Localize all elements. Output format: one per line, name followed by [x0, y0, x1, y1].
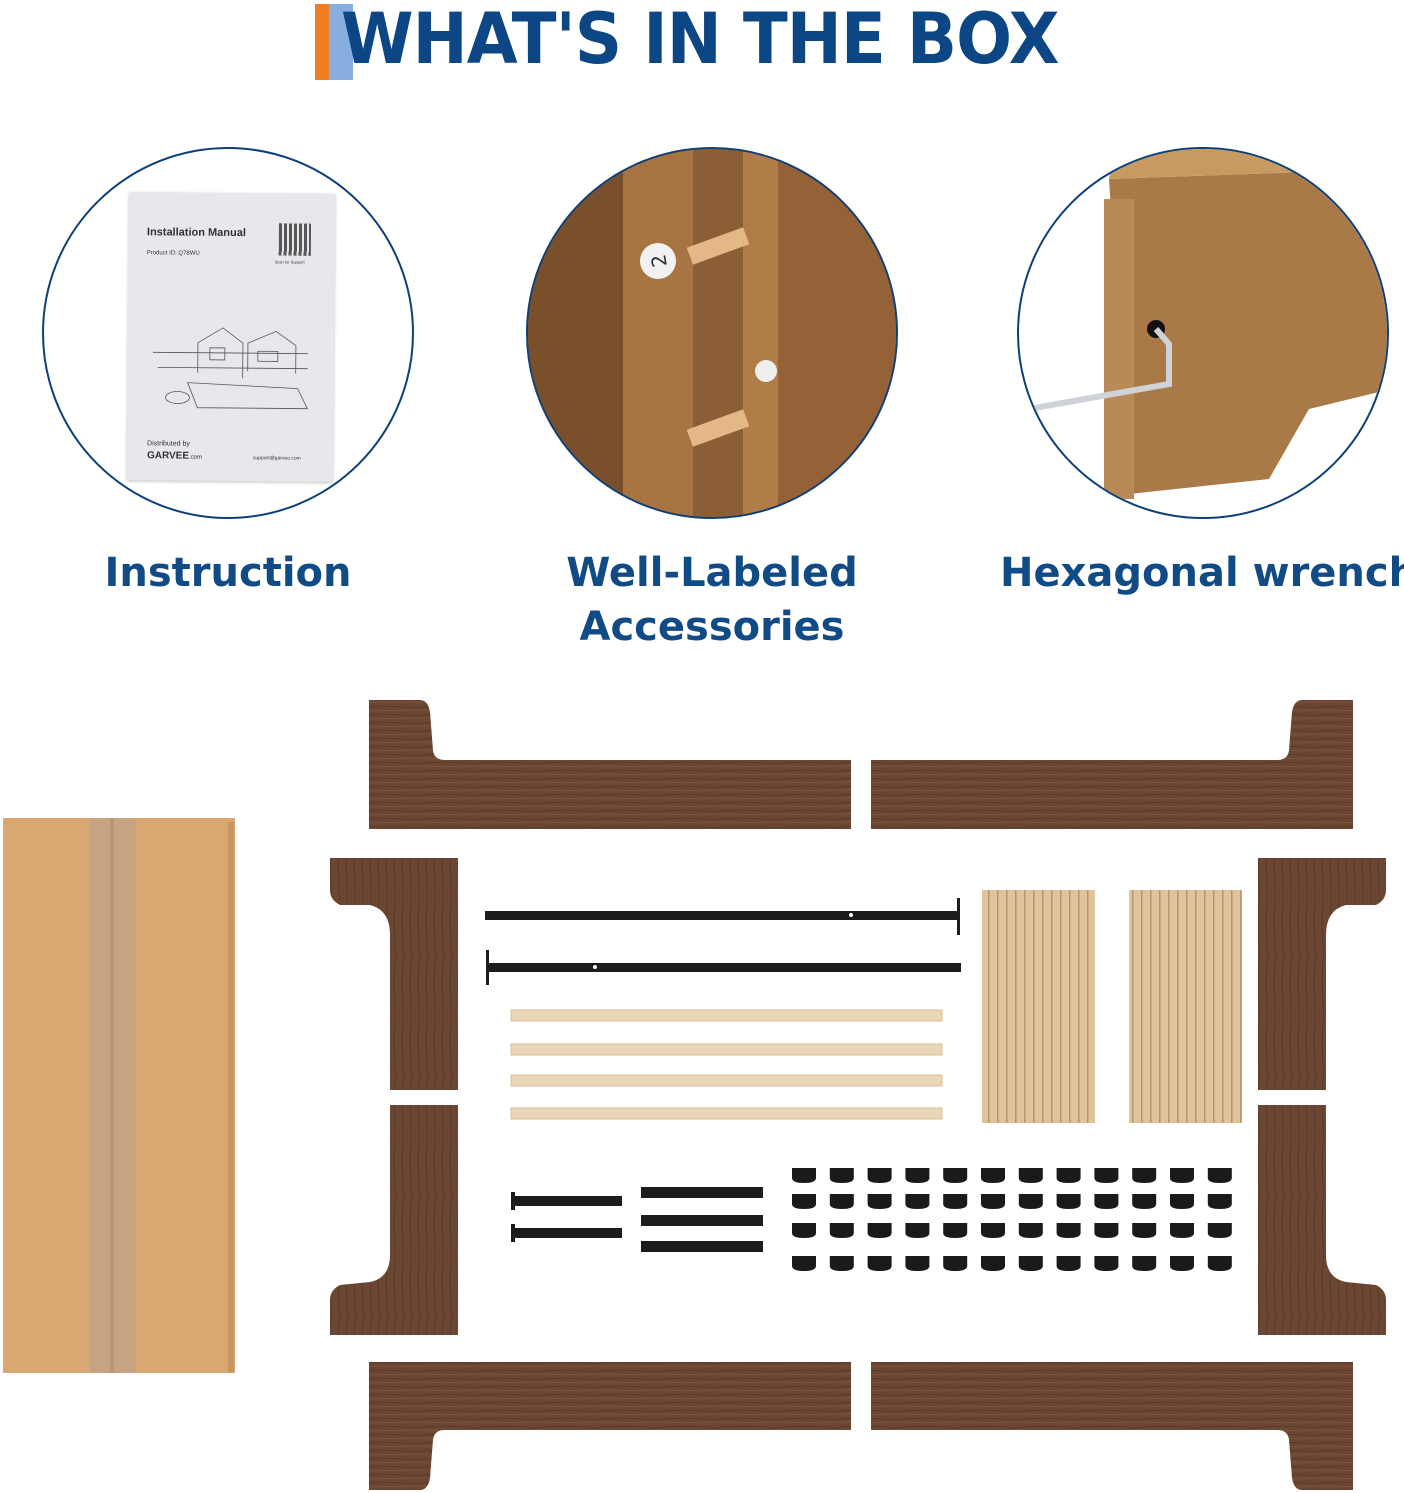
wrench-photo — [1028, 149, 1387, 499]
connector-piece — [1094, 1223, 1119, 1238]
connector-piece — [1056, 1223, 1081, 1238]
orange-accent-bar — [315, 4, 329, 80]
connector-piece — [981, 1223, 1005, 1238]
connector-piece — [792, 1223, 816, 1238]
label-accessories: Well-Labeled Accessories — [512, 546, 912, 654]
side-post-right-upper — [1258, 858, 1386, 1090]
connector-piece — [1132, 1256, 1157, 1271]
number-sticker-2 — [755, 360, 777, 382]
connector-piece — [981, 1256, 1005, 1271]
cardboard-box — [3, 818, 235, 1373]
connector-piece — [1018, 1223, 1043, 1238]
connector-piece — [1170, 1168, 1194, 1183]
connector-piece — [792, 1168, 816, 1183]
connector-piece — [829, 1168, 854, 1183]
connector-piece — [829, 1194, 854, 1209]
connector-piece — [1094, 1194, 1119, 1209]
connector-piece — [943, 1168, 968, 1183]
page-title: WHAT'S IN THE BOX — [341, 0, 1059, 80]
label-instruction: Instruction — [104, 550, 352, 596]
footboard-rail-left — [369, 1362, 851, 1490]
connector-piece — [829, 1223, 854, 1238]
connector-piece — [1170, 1256, 1194, 1271]
ladder-photo: 2 — [528, 149, 896, 517]
connector-piece — [1018, 1168, 1043, 1183]
connector-piece — [905, 1223, 930, 1238]
connector-piece — [1207, 1256, 1232, 1271]
blue-accent-bar — [329, 4, 353, 80]
black-connectors — [792, 1168, 1232, 1271]
label-hex-wrench: Hexagonal wrench — [1000, 550, 1404, 596]
side-post-right-lower — [1258, 1105, 1386, 1335]
connector-piece — [1207, 1223, 1232, 1238]
connector-piece — [1018, 1194, 1043, 1209]
connector-piece — [1132, 1223, 1157, 1238]
connector-piece — [1170, 1194, 1194, 1209]
hex-wrench-image — [1017, 147, 1389, 519]
dowel-rungs — [686, 227, 750, 447]
connector-piece — [1056, 1256, 1081, 1271]
connector-piece — [981, 1194, 1005, 1209]
connector-piece — [1207, 1168, 1232, 1183]
connector-piece — [867, 1256, 892, 1271]
label-accessories-line1: Well-Labeled — [566, 550, 858, 596]
label-accessories-line2: Accessories — [579, 604, 845, 650]
metal-brackets — [511, 1187, 763, 1252]
headboard-rail-right — [871, 700, 1353, 829]
connector-piece — [867, 1223, 892, 1238]
connector-piece — [1170, 1223, 1194, 1238]
sticker-number: 2 — [646, 252, 672, 269]
wooden-slats — [510, 1009, 943, 1120]
connector-piece — [1132, 1168, 1157, 1183]
connector-piece — [792, 1256, 816, 1271]
connector-piece — [905, 1168, 930, 1183]
headboard-rail-left — [369, 700, 851, 829]
connector-piece — [943, 1194, 968, 1209]
connector-piece — [1018, 1256, 1043, 1271]
side-post-left-lower — [330, 1105, 458, 1335]
connector-piece — [1132, 1194, 1157, 1209]
accessories-image: 2 — [526, 147, 898, 519]
connector-piece — [905, 1256, 930, 1271]
connector-piece — [1207, 1194, 1232, 1209]
connector-piece — [867, 1168, 892, 1183]
manual-booklet: Installation Manual Product ID: Q78WU Sc… — [126, 192, 336, 482]
connector-piece — [1056, 1194, 1081, 1209]
connector-piece — [1094, 1256, 1119, 1271]
instruction-image: Installation Manual Product ID: Q78WU Sc… — [42, 147, 414, 519]
house-sketch-icon — [152, 327, 309, 410]
number-sticker — [640, 243, 676, 279]
connector-piece — [867, 1194, 892, 1209]
connector-piece — [943, 1223, 968, 1238]
connector-piece — [943, 1256, 968, 1271]
slatted-panel-left — [982, 890, 1095, 1123]
connector-piece — [829, 1256, 854, 1271]
connector-piece — [981, 1168, 1005, 1183]
footboard-rail-right — [871, 1362, 1353, 1490]
connector-piece — [1094, 1168, 1119, 1183]
connector-piece — [1056, 1168, 1081, 1183]
hex-wrench — [1028, 327, 1172, 412]
side-post-left-upper — [330, 858, 458, 1090]
metal-side-rails — [485, 898, 961, 985]
connector-piece — [792, 1194, 816, 1209]
slatted-panel-right — [1129, 890, 1242, 1123]
connector-piece — [905, 1194, 930, 1209]
